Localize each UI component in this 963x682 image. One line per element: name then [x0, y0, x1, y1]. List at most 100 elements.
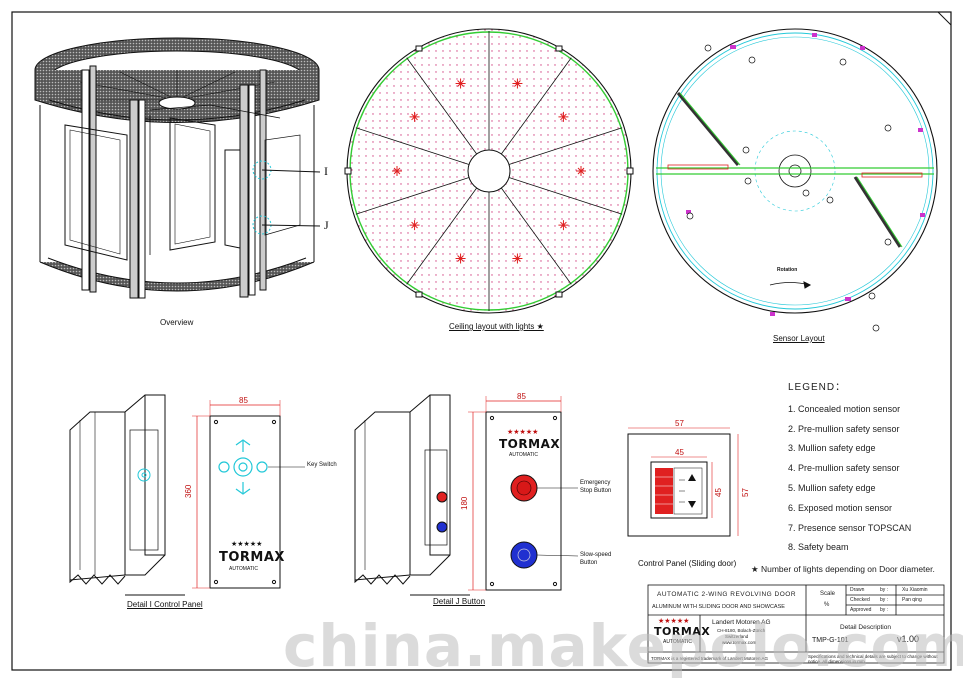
tb-drawing-no: TMP-G-101: [812, 637, 849, 644]
sensor-callout-balloon: [748, 56, 756, 64]
tb-company: Landert Motoren AG: [712, 619, 771, 626]
ceiling-light-icon: [512, 78, 523, 89]
callout-i: I: [324, 164, 328, 178]
tb-stars: ★★★★★: [658, 618, 690, 625]
overview-drawing: [34, 37, 321, 299]
tb-checked-label: Checked: [850, 597, 870, 603]
ceiling-layout-drawing: [344, 28, 634, 314]
tb-address2: Switzerland: [725, 634, 749, 639]
legend: LEGEND： 1. Concealed motion sensor 2. Pr…: [788, 378, 911, 558]
tb-address3: www.tormax.com: [722, 640, 757, 645]
panel1-brand: TORMAX: [219, 550, 285, 565]
ceiling-spoke: [508, 127, 623, 165]
emergency-stop-label: Emergency Stop Button: [580, 480, 612, 494]
detail-i-drawing: [69, 394, 305, 596]
tb-checked-value: Pan qing: [902, 597, 922, 603]
legend-item: 2. Pre-mullion safety sensor: [788, 423, 900, 434]
legend-item: 5. Mullion safety edge: [788, 482, 876, 493]
detail-j-drawing: [354, 394, 579, 596]
ceiling-light-icon: [455, 78, 466, 89]
tb-footer-right: Specifications and technical details are…: [808, 654, 938, 664]
tb-address1: CH-8180, Bülach-Zürich: [717, 628, 766, 633]
tb-brand: TORMAX: [654, 625, 711, 638]
detail-i-label: Detail I Control Panel: [127, 600, 203, 609]
tb-approved-by: by :: [880, 607, 889, 613]
tb-title-line2: ALUMINUM WITH SLIDING DOOR AND SHOWCASE: [652, 604, 785, 610]
legend-item: 1. Concealed motion sensor: [788, 403, 901, 414]
ceiling-light-icon: [512, 253, 523, 264]
ceiling-spoke: [501, 57, 572, 155]
sensor-callout-balloon: [826, 196, 834, 204]
overview-label: Overview: [160, 318, 194, 327]
cp-outer-height-dim: 57: [741, 488, 750, 497]
sensor-callout-balloon: [686, 212, 694, 220]
ceiling-spoke: [406, 57, 477, 155]
ceiling-spoke: [355, 127, 470, 165]
sensor-callout-balloon: [868, 292, 876, 300]
ceiling-light-icon: [392, 166, 402, 176]
sensor-callout-balloon: [704, 44, 712, 52]
cp-inner-height-dim: 45: [714, 488, 723, 497]
tb-scale-value: %: [824, 602, 830, 608]
tb-drawn-label: Drawn: [850, 587, 865, 593]
panel1-stars: ★★★★★: [231, 541, 263, 548]
legend-item: 6. Exposed motion sensor: [788, 502, 893, 513]
ceiling-spoke: [501, 187, 572, 285]
ceiling-light-icon: [576, 166, 586, 176]
tb-approved-label: Approved: [850, 607, 872, 613]
rotation-label: Rotation: [777, 267, 798, 273]
legend-item: 4. Pre-mullion safety sensor: [788, 463, 900, 474]
panel2-brand-sub: AUTOMATIC: [509, 452, 538, 458]
callout-j: J: [324, 218, 329, 232]
watermark: china.makepolo.com: [283, 612, 963, 680]
ceiling-light-icon: [409, 111, 420, 122]
title-block-frame: [647, 584, 945, 664]
key-switch-label: Key Switch: [307, 462, 337, 468]
tb-scale-label: Scale: [820, 591, 836, 597]
ceiling-light-icon: [455, 253, 466, 264]
detail-j-label: Detail J Button: [433, 597, 486, 606]
legend-note: ★ Number of lights depending on Door dia…: [751, 564, 935, 574]
panel1-width-dim: 85: [239, 396, 248, 405]
tb-version: v1.00: [897, 634, 920, 644]
tb-detail-label: Detail Description: [840, 624, 891, 631]
legend-item: 3. Mullion safety edge: [788, 443, 876, 454]
ceiling-spoke: [508, 177, 623, 215]
tb-brand-sub: AUTOMATIC: [663, 639, 692, 645]
ceiling-light-icon: [558, 111, 569, 122]
sensor-layout-drawing: [652, 28, 938, 332]
cp-inner-width-dim: 45: [675, 448, 684, 457]
slow-speed-label: Slow-speed Button: [580, 552, 612, 566]
sensor-callout-balloon: [744, 177, 752, 185]
sheet-border: [11, 11, 952, 671]
panel2-width-dim: 85: [517, 392, 526, 401]
tb-title-line1: AUTOMATIC 2-WING REVOLVING DOOR: [657, 591, 797, 598]
ceiling-light-icon: [558, 220, 569, 231]
ceiling-spoke: [406, 187, 477, 285]
tb-footer-left: TORMAX is a registered trademark of Land…: [651, 656, 768, 661]
sensor-label: Sensor Layout: [773, 334, 825, 343]
control-panel-sliding-drawing: [627, 427, 739, 537]
legend-item: 7. Presence sensor TOPSCAN: [788, 522, 912, 533]
tb-checked-by: by :: [880, 597, 889, 603]
legend-title: LEGEND：: [788, 382, 847, 393]
panel2-brand: TORMAX: [499, 437, 561, 451]
panel2-stars: ★★★★★: [507, 429, 539, 436]
legend-item: 8. Safety beam: [788, 542, 849, 553]
sensor-callout-balloon: [872, 324, 880, 332]
ceiling-label: Ceiling layout with lights ★: [449, 322, 544, 331]
panel1-height-dim: 360: [184, 484, 193, 498]
sensor-callout-balloon: [884, 124, 892, 132]
sensor-callout-balloon: [839, 58, 847, 66]
sensor-callout-balloon: [742, 146, 750, 154]
panel2-height-dim: 180: [460, 496, 469, 510]
control-panel-sliding-label: Control Panel (Sliding door): [638, 559, 737, 568]
panel1-brand-sub: AUTOMATIC: [229, 566, 258, 572]
tb-drawn-by: by :: [880, 587, 889, 593]
sensor-callout-balloon: [884, 238, 892, 246]
tb-drawn-value: Xu Xiaomin: [902, 587, 928, 593]
sensor-callout-balloon: [802, 189, 810, 197]
ceiling-spoke: [355, 177, 470, 215]
cp-outer-width-dim: 57: [675, 419, 684, 428]
